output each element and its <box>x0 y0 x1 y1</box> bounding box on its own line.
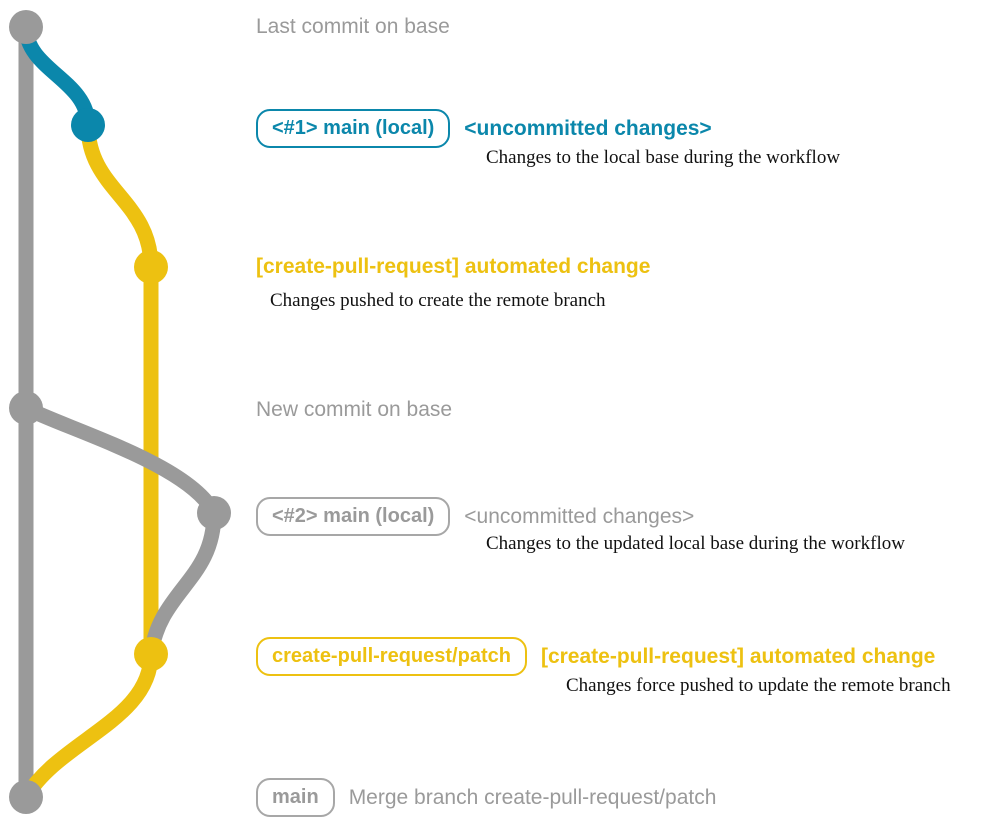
entry-local-commit-2: <#2> main (local) <uncommitted changes> <box>256 497 694 536</box>
headline-new-commit-on-base: New commit on base <box>256 398 453 421</box>
commit-subject-local-1: <uncommitted changes> <box>464 117 712 140</box>
ref-badge-main[interactable]: main <box>256 778 335 817</box>
commit-node-base-head[interactable] <box>9 10 43 44</box>
commit-note-local-1: Changes to the local base during the wor… <box>486 147 841 168</box>
headline-automated-change-1: [create-pull-request] automated change <box>256 255 651 278</box>
entry-merge-commit: main Merge branch create-pull-request/pa… <box>256 778 716 817</box>
commit-node-merge[interactable] <box>9 780 43 814</box>
commit-node-patch-2[interactable] <box>134 637 168 671</box>
edge-patch2-to-merge <box>18 646 159 805</box>
commit-node-local-2[interactable] <box>197 496 231 530</box>
commit-note-automated-change-1: Changes pushed to create the remote bran… <box>270 290 606 311</box>
commit-subject-automated-change-2: [create-pull-request] automated change <box>540 645 936 668</box>
ref-badge-main-local-2[interactable]: <#2> main (local) <box>256 497 451 536</box>
commit-node-local-1[interactable] <box>71 108 105 142</box>
commit-note-local-2: Changes to the updated local base during… <box>486 533 905 554</box>
entry-local-commit-1: <#1> main (local) <uncommitted changes> <box>256 109 712 148</box>
edge-base-to-local1 <box>18 19 96 133</box>
edge-local2-to-patch2 <box>143 505 222 662</box>
commit-note-automated-change-2: Changes force pushed to update the remot… <box>566 675 951 696</box>
ref-badge-main-local-1[interactable]: <#1> main (local) <box>256 109 451 148</box>
edge-basenew-to-local2 <box>18 400 222 521</box>
headline-last-commit-on-base: Last commit on base <box>256 15 450 38</box>
commit-node-patch-1[interactable] <box>134 250 168 284</box>
commit-subject-local-2: <uncommitted changes> <box>464 505 695 528</box>
entry-automated-change-2: create-pull-request/patch [create-pull-r… <box>256 637 935 676</box>
ref-badge-create-pull-request-patch[interactable]: create-pull-request/patch <box>256 637 527 676</box>
edge-local1-to-patch1 <box>80 117 159 275</box>
commit-node-base-new[interactable] <box>9 391 43 425</box>
commit-subject-merge: Merge branch create-pull-request/patch <box>348 786 717 809</box>
